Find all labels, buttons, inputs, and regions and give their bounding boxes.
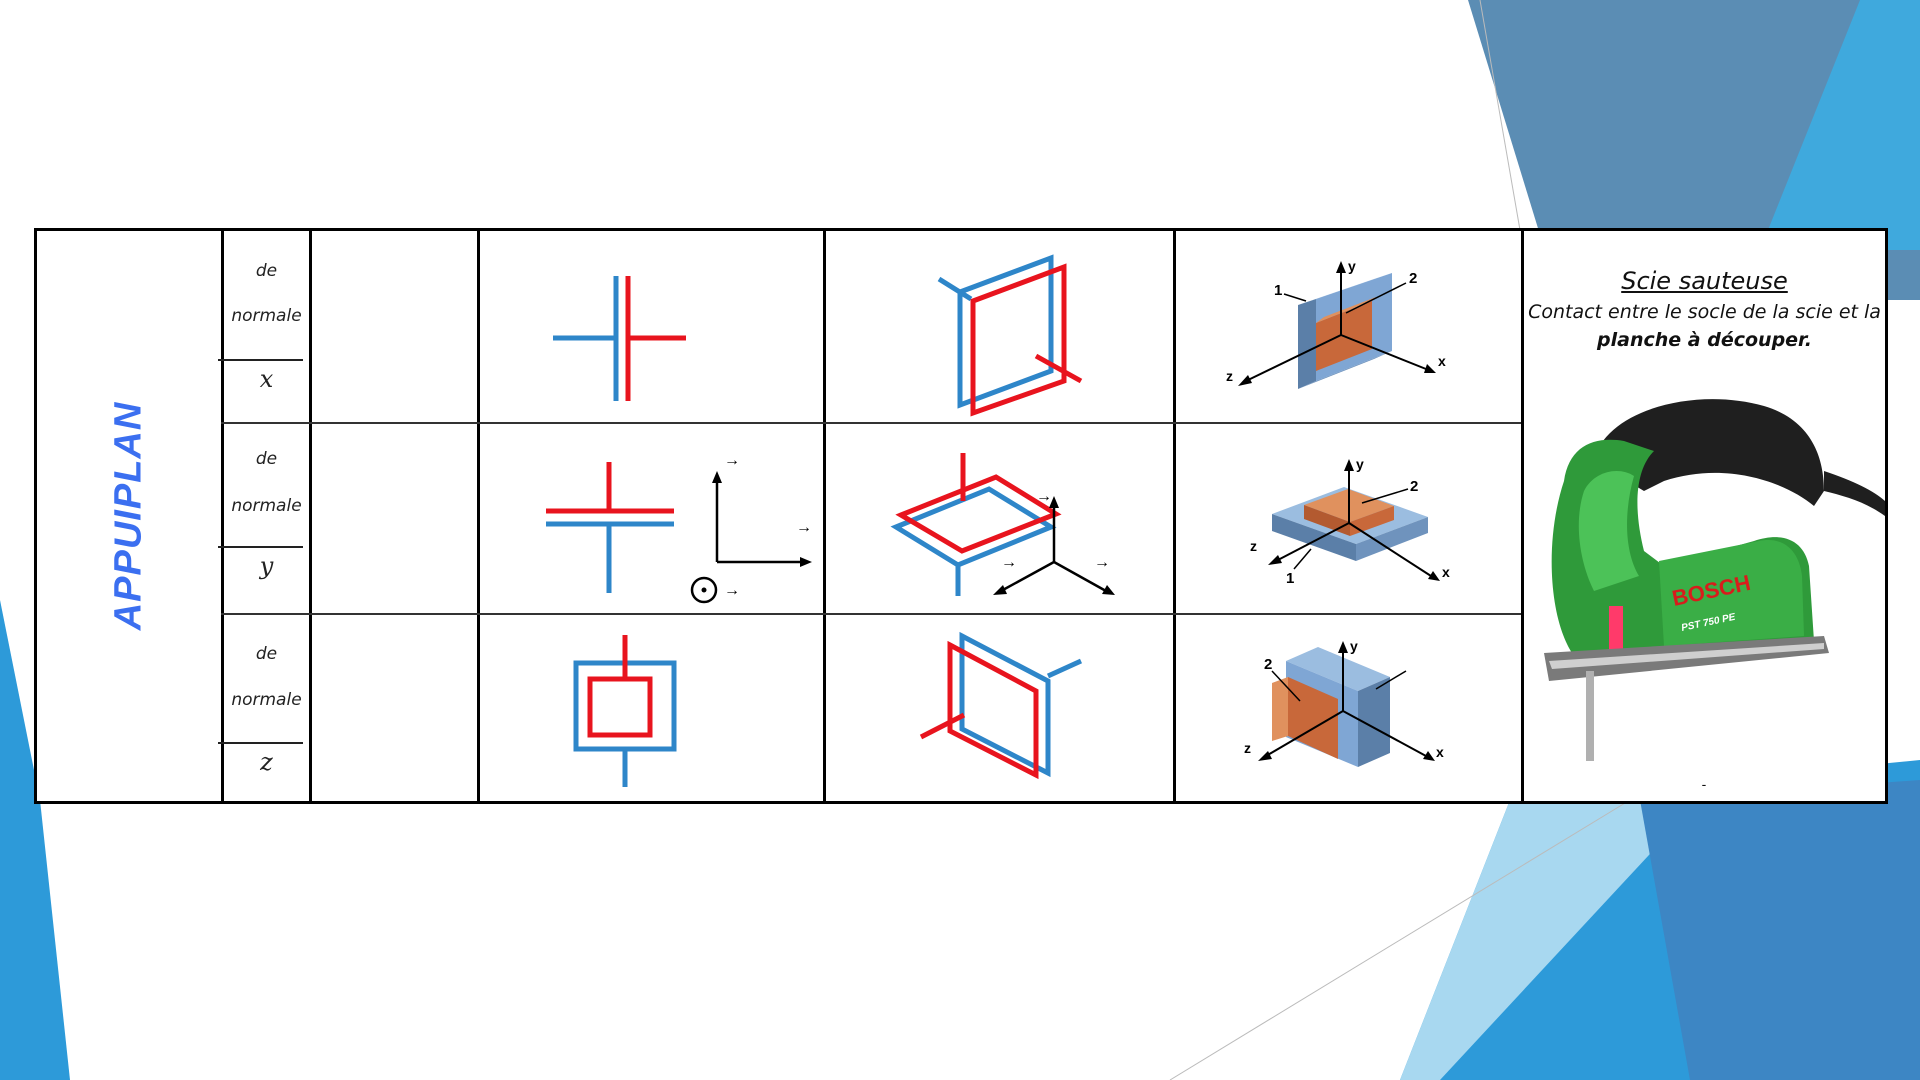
example-footnote: - — [1702, 776, 1707, 792]
row-label-vector: y — [224, 552, 309, 580]
row-label-y: de normale y — [224, 424, 309, 613]
axis-label-x: x — [1442, 564, 1450, 580]
axis-label-z: z — [1244, 740, 1251, 756]
row-label-de: de — [224, 644, 309, 664]
row-label-de: de — [224, 261, 309, 281]
symbol-2d-normal-y — [546, 462, 674, 593]
row-label-normale: normale — [224, 690, 309, 710]
symbols-2d: → → → — [480, 231, 823, 801]
liaison-title-text: APPUIPLAN — [108, 402, 151, 631]
axis-arrow-z: → — [724, 582, 740, 599]
axis-arrow-y: → — [1036, 488, 1052, 505]
part-view-normal-z: 2 y z x — [1244, 638, 1444, 767]
bg-shape-bottom-right-dark — [1640, 780, 1920, 1080]
parts-3d: 1 2 y z x 2 1 y z x — [1176, 231, 1521, 801]
example-heading: Scie sauteuse — [1524, 267, 1885, 295]
symbol-3d-normal-z — [921, 636, 1081, 775]
symbol-3d-normal-x — [939, 258, 1081, 413]
part-label-1: 1 — [1274, 282, 1282, 299]
axis-arrow-y: → — [724, 452, 740, 469]
axis-frame-2d: → → → — [692, 452, 812, 602]
row-label-de: de — [224, 449, 309, 469]
symbols-3d: → → → — [826, 231, 1173, 801]
part-view-normal-y: 2 1 y z x — [1250, 456, 1450, 587]
symbol-2d-normal-z — [576, 635, 674, 787]
row-label-normale: normale — [224, 496, 309, 516]
symbol-2d-normal-x — [553, 276, 686, 401]
part-label-2: 2 — [1409, 270, 1417, 287]
axis-label-x: x — [1438, 353, 1446, 369]
example-desc-line2: planche à découper. — [1524, 329, 1885, 351]
axis-arrow-z: → — [1001, 554, 1017, 571]
part-view-normal-x: 1 2 y z x — [1226, 258, 1446, 389]
example-panel: Scie sauteuse Contact entre le socle de … — [1524, 231, 1885, 801]
liaison-title: APPUIPLAN — [37, 231, 221, 801]
row-label-vector: x — [224, 365, 309, 393]
axis-label-x: x — [1436, 744, 1444, 760]
part-label-2: 2 — [1264, 656, 1272, 673]
part-label-2: 2 — [1410, 478, 1418, 495]
row-label-vector: z — [224, 748, 309, 776]
axis-label-y: y — [1350, 638, 1358, 654]
jigsaw-illustration: BOSCH PST 750 PE - — [1524, 391, 1885, 811]
axis-arrow-x: → — [796, 519, 812, 536]
axis-label-z: z — [1226, 368, 1233, 384]
row-label-x: de normale x — [224, 231, 309, 422]
row-label-z: de normale z — [224, 615, 309, 801]
part-label-1: 1 — [1286, 570, 1294, 587]
row-label-normale: normale — [224, 306, 309, 326]
axis-label-y: y — [1348, 258, 1356, 274]
liaison-table: APPUIPLAN de normale x de normale y de n… — [34, 228, 1888, 804]
axis-label-y: y — [1356, 456, 1364, 472]
col-divider — [309, 231, 312, 801]
example-desc-line1: Contact entre le socle de la scie et la — [1524, 301, 1885, 323]
axis-label-z: z — [1250, 538, 1257, 554]
axis-arrow-x: → — [1094, 554, 1110, 571]
